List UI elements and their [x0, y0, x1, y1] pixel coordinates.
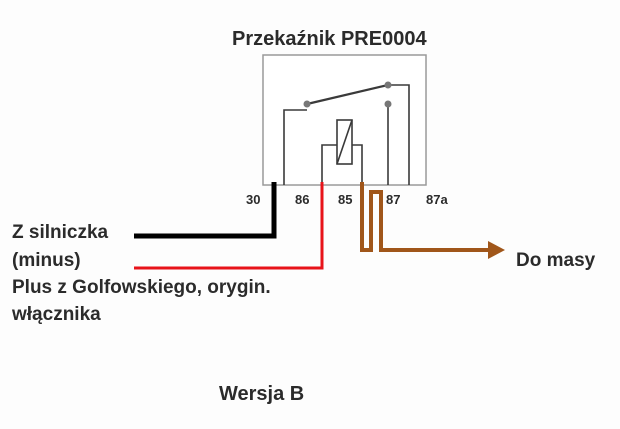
pin-label-87: 87 [386, 192, 401, 207]
switch-pivot-point [303, 100, 311, 108]
relay-internal-wiring [283, 83, 410, 185]
pin-label-85: 85 [338, 192, 353, 207]
pin-30-internal-wire [283, 109, 307, 185]
diagram-title: Przekaźnik PRE0004 [232, 28, 427, 50]
relay-coil-slash [336, 119, 353, 165]
plus-wire [134, 182, 324, 270]
pin-85-internal-wire [352, 144, 363, 185]
label-switch: włącznika [12, 304, 101, 325]
ground-arrowhead [488, 241, 505, 259]
pin-label-30: 30 [246, 192, 261, 207]
pin-86-internal-wire [321, 144, 337, 185]
label-minus: (minus) [12, 250, 81, 271]
pin-label-86: 86 [295, 192, 310, 207]
label-motor: Z silniczka [12, 222, 109, 243]
pin-label-87a: 87a [426, 192, 448, 207]
contact-87-point [384, 100, 392, 108]
contact-87a-point [384, 81, 392, 89]
label-ground: Do masy [516, 250, 596, 271]
pin-87a-internal-wire [388, 84, 410, 185]
ground-wire [360, 182, 490, 252]
relay-switch-arm [306, 83, 389, 106]
motor-wire [134, 182, 277, 239]
version-label: Wersja B [219, 383, 305, 405]
label-plus: Plus z Golfowskiego, orygin. [12, 277, 271, 298]
